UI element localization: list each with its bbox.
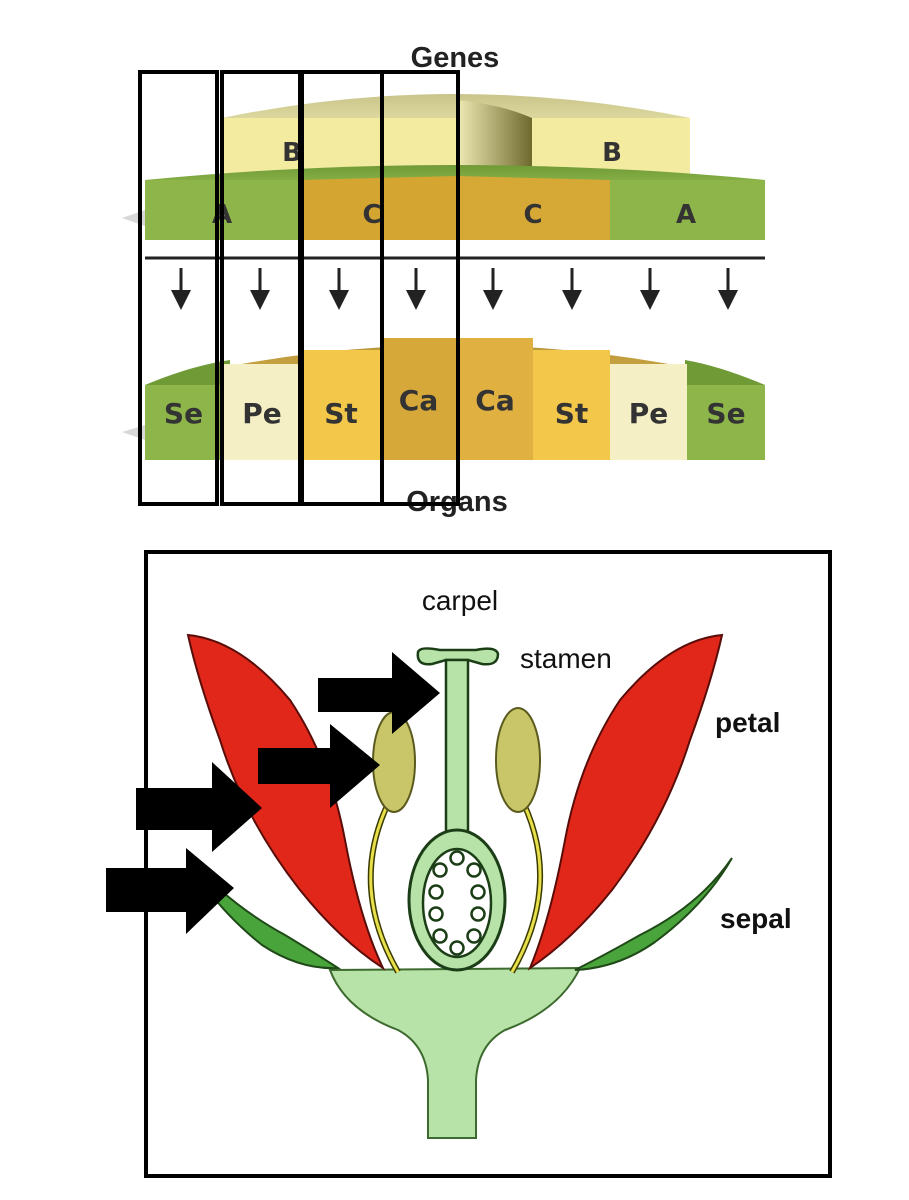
ovule-5 — [428, 906, 444, 922]
carpel-ovules — [428, 850, 486, 956]
organ-segment-1 — [145, 385, 222, 460]
b-gene-label-right: B — [602, 138, 622, 168]
sepal-left — [187, 857, 342, 970]
down-arrow-head-8 — [718, 290, 738, 310]
petal-right — [527, 633, 724, 971]
sepal-right — [574, 857, 733, 971]
carpel-stigma — [416, 647, 500, 666]
label-carpel: carpel — [422, 585, 498, 616]
c-gene-label-right: C — [523, 200, 542, 230]
whorl-box-sepal — [138, 70, 219, 506]
ovule-1 — [432, 862, 448, 878]
ovule-3 — [428, 884, 444, 900]
ovule-8 — [466, 928, 482, 944]
down-arrow-head-6 — [562, 290, 582, 310]
stamen-anther-right — [495, 707, 541, 813]
carpel-style — [444, 658, 470, 844]
stamen-filament-left-inner — [369, 789, 400, 973]
organ-label-6: St — [555, 397, 589, 430]
label-petal: petal — [715, 707, 780, 738]
organ-segment-6 — [533, 350, 610, 460]
down-arrow-head-3 — [329, 290, 349, 310]
pointer-arrow-to-sepal — [106, 848, 234, 934]
organ-band-green-cap-left — [145, 360, 230, 392]
ovule-6 — [470, 906, 486, 922]
b-gene-label-left: B — [282, 138, 302, 168]
ovule-2 — [466, 862, 482, 878]
down-arrow-head-2 — [250, 290, 270, 310]
flower-panel: carpel stamen petal sepal — [106, 550, 832, 1178]
genes-title: Genes — [411, 42, 500, 74]
ovule-10 — [449, 850, 465, 866]
down-arrow-head-5 — [483, 290, 503, 310]
c-gene-segment-right — [457, 176, 610, 240]
a-gene-right-segment — [610, 180, 765, 240]
petal-left — [186, 633, 386, 971]
organ-segment-8 — [687, 385, 765, 460]
pointer-arrow-to-carpel — [318, 652, 440, 734]
ovule-9 — [449, 940, 465, 956]
label-sepal: sepal — [720, 903, 792, 934]
organ-label-8: Se — [706, 397, 745, 430]
organ-label-7: Pe — [629, 397, 669, 430]
organ-segment-7 — [610, 364, 687, 460]
c-gene-label-left: C — [362, 200, 381, 230]
stamen-filament-right-inner — [510, 791, 542, 973]
pointer-arrow-to-petal — [136, 762, 262, 852]
organ-segment-4 — [380, 338, 457, 460]
a-gene-label-right: A — [676, 200, 696, 230]
ovule-7 — [432, 928, 448, 944]
ovule-4 — [470, 884, 486, 900]
organ-segment-5 — [457, 338, 533, 460]
down-arrow-head-7 — [640, 290, 660, 310]
organ-label-1: Se — [164, 397, 203, 430]
b-gene-cutaway-shadow — [457, 100, 532, 182]
organ-segment-3 — [302, 350, 380, 460]
organ-label-4: Ca — [399, 384, 438, 417]
c-gene-segment-left — [300, 176, 457, 240]
organ-label-3: St — [324, 397, 358, 430]
organ-band-green-cap-right — [685, 360, 765, 392]
expression-arrows — [171, 268, 738, 310]
label-stamen: stamen — [520, 643, 612, 674]
organ-segments: Se Pe St Ca Ca St Pe Se — [145, 338, 765, 460]
organ-label-5: Ca — [475, 384, 514, 417]
organ-segment-2 — [222, 364, 302, 460]
receptacle — [328, 966, 582, 1139]
down-arrow-head-1 — [171, 290, 191, 310]
organ-label-2: Pe — [242, 397, 282, 430]
pointer-arrow-to-stamen — [258, 724, 380, 808]
down-arrow-head-4 — [406, 290, 426, 310]
whorl-box-carpel — [380, 70, 460, 506]
